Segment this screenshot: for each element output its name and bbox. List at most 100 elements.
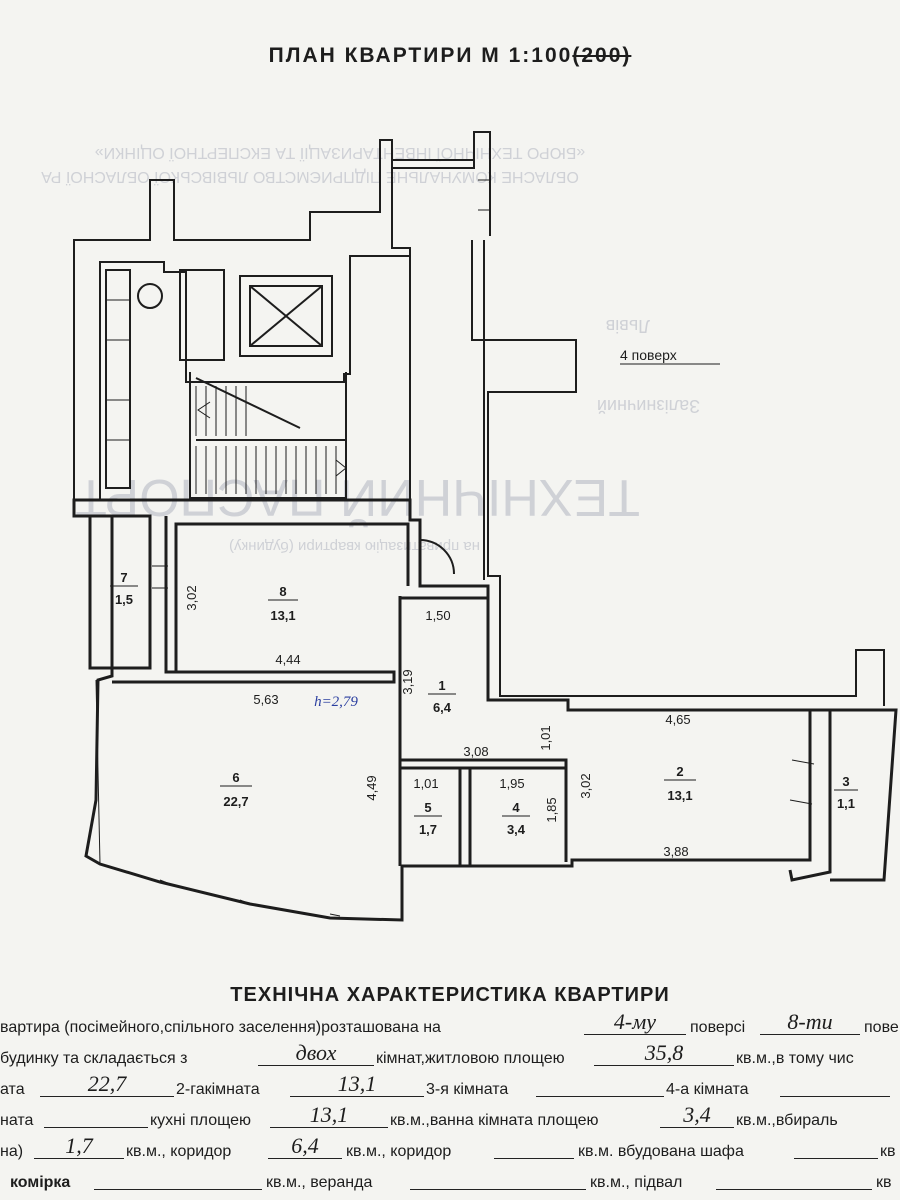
row6-text-d: кв — [876, 1174, 892, 1191]
row3-text-a: ата — [0, 1081, 25, 1098]
dim-room2-top: 4,65 — [665, 712, 690, 727]
row1-text-a: вартира (посімейного,спільного заселення… — [0, 1019, 441, 1036]
common-corridor-walls — [409, 240, 885, 706]
row6-text-a: комірка — [10, 1174, 71, 1191]
dim-room2-height: 3,02 — [578, 773, 593, 798]
row5-blank-3 — [494, 1158, 574, 1159]
row5-text-e: кв — [880, 1143, 896, 1160]
row2-blank-2 — [594, 1065, 734, 1066]
watermark-passport: ТЕХНІЧНИЙ ПАСПОРТ — [75, 468, 640, 527]
row6-text-b: кв.м., веранда — [266, 1174, 373, 1191]
row2-rooms-count: двох — [295, 1040, 337, 1065]
room-1-id: 1 — [438, 678, 445, 693]
dim-room8-height: 3,02 — [184, 585, 199, 610]
room-3-id: 3 — [842, 774, 849, 789]
tech-row-2: будинку та складається з двох кімнат,жит… — [0, 1040, 900, 1074]
row5-text-d: кв.м. вбудована шафа — [578, 1143, 744, 1160]
row3-blank-3 — [536, 1096, 664, 1097]
handwritten-ceiling-height: h=2,79 — [314, 694, 358, 710]
room-labels: 7 1,5 8 13,1 1 6,4 2 13,1 3 1,1 4 3,4 5 … — [110, 570, 858, 837]
tech-row-4: ната кухні площею 13,1 кв.м.,ванна кімна… — [0, 1102, 900, 1136]
row6-blank-1 — [94, 1189, 262, 1190]
watermark-city: Львів — [606, 316, 650, 336]
room-3-area: 1,1 — [837, 796, 855, 811]
room-1-area: 6,4 — [433, 700, 452, 715]
row1-text-c: пове — [864, 1019, 899, 1036]
room-2-area: 13,1 — [667, 788, 692, 803]
row6-text-c: кв.м., підвал — [590, 1174, 683, 1191]
dim-room4-height: 1,85 — [544, 797, 559, 822]
room-7-id: 7 — [120, 570, 127, 585]
dim-room5-width: 1,01 — [413, 776, 438, 791]
dim-room2-bottom: 3,88 — [663, 844, 688, 859]
row5-text-c: кв.м., коридор — [346, 1143, 452, 1160]
row5-blank-1 — [34, 1158, 124, 1159]
row2-living-area: 35,8 — [644, 1040, 684, 1065]
floor-note: 4 поверх — [620, 347, 677, 363]
room-8-area: 13,1 — [270, 608, 295, 623]
row4-text-a: ната — [0, 1112, 34, 1129]
row2-text-b: кімнат,житловою площею — [376, 1050, 565, 1067]
row5-corridor-area: 6,4 — [291, 1133, 319, 1158]
row3-text-b: 2-гакімната — [176, 1081, 260, 1098]
watermark-stamp: ОБЛАСНЕ КОМУНАЛЬНЕ ПІДПРИЄМСТВО ЛЬВІВСЬК… — [41, 144, 585, 186]
row6-blank-3 — [716, 1189, 872, 1190]
dim-room4-width: 1,95 — [499, 776, 524, 791]
row4-blank-3 — [660, 1127, 734, 1128]
room-8-id: 8 — [279, 584, 286, 599]
room-2-id: 2 — [676, 764, 683, 779]
dim-room6-height: 4,49 — [364, 775, 379, 800]
row4-blank-2 — [270, 1127, 388, 1128]
plan-title-struck-scale: (200) — [572, 44, 632, 67]
windows — [106, 179, 815, 917]
row2-text-c: кв.м.,в тому чис — [736, 1050, 854, 1067]
row3-room2-area: 13,1 — [337, 1071, 377, 1096]
dim-room8-width: 4,44 — [275, 652, 300, 667]
row4-bathroom-area: 3,4 — [683, 1102, 711, 1127]
row1-floor-value: 4-му — [613, 1009, 657, 1034]
room-6-area: 22,7 — [223, 794, 248, 809]
row3-blank-1 — [40, 1096, 174, 1097]
dim-hall-height: 3,19 — [400, 669, 415, 694]
room-7-area: 1,5 — [115, 592, 133, 607]
row4-text-b: кухні площею — [150, 1112, 251, 1129]
room-4-area: 3,4 — [507, 822, 526, 837]
stairwell-walls — [73, 131, 491, 501]
room-6-id: 6 — [232, 770, 239, 785]
row4-text-d: кв.м.,вбираль — [736, 1112, 838, 1129]
floor-plan: ОБЛАСНЕ КОМУНАЛЬНЕ ПІДПРИЄМСТВО ЛЬВІВСЬК… — [41, 131, 898, 922]
apartment-walls — [72, 498, 898, 922]
row1-total-floors: 8-ти — [787, 1009, 833, 1034]
row4-text-c: кв.м.,ванна кімната площею — [390, 1112, 599, 1129]
dim-hall-step: 1,01 — [538, 725, 553, 750]
tech-characteristics: вартира (посімейного,спільного заселення… — [0, 1009, 900, 1198]
row5-toilet-area: 1,7 — [65, 1133, 93, 1158]
dim-hall-lower: 3,08 — [463, 744, 488, 759]
row1-text-b: поверсі — [690, 1019, 746, 1036]
watermark-privatization: на приватизацію квартири (будинку) — [229, 538, 480, 555]
row5-text-b: кв.м., коридор — [126, 1143, 232, 1160]
row1-blank-1 — [584, 1034, 686, 1035]
tech-row-1: вартира (посімейного,спільного заселення… — [0, 1009, 900, 1043]
room-4-id: 4 — [512, 800, 520, 815]
row4-kitchen-area: 13,1 — [309, 1102, 349, 1127]
row5-blank-2 — [268, 1158, 342, 1159]
dim-room6-width: 5,63 — [253, 692, 278, 707]
stair-steps — [195, 386, 347, 494]
tech-row-5: на) 1,7 кв.м., коридор 6,4 кв.м., коридо… — [0, 1133, 900, 1167]
row2-text-a: будинку та складається з — [0, 1050, 188, 1067]
tech-title: ТЕХНІЧНА ХАРАКТЕРИСТИКА КВАРТИРИ — [230, 984, 670, 1006]
row5-blank-4 — [794, 1158, 878, 1159]
plan-title-text: ПЛАН КВАРТИРИ М 1:100 — [268, 44, 573, 67]
room-5-id: 5 — [424, 800, 431, 815]
dim-hall-width: 1,50 — [425, 608, 450, 623]
row2-blank-1 — [258, 1065, 374, 1066]
row3-text-d: 4-а кімната — [666, 1081, 749, 1098]
watermark-line-1: ОБЛАСНЕ КОМУНАЛЬНЕ ПІДПРИЄМСТВО ЛЬВІВСЬК… — [41, 168, 579, 186]
dimensions: 3,02 4,44 1,50 3,19 5,63 h=2,79 4,49 3,0… — [184, 585, 691, 859]
row5-text-a: на) — [0, 1143, 24, 1160]
row3-blank-2 — [290, 1096, 424, 1097]
room-5-area: 1,7 — [419, 822, 437, 837]
row3-room1-area: 22,7 — [87, 1071, 127, 1096]
tech-row-6: комірка кв.м., веранда кв.м., підвал кв — [0, 1167, 900, 1198]
